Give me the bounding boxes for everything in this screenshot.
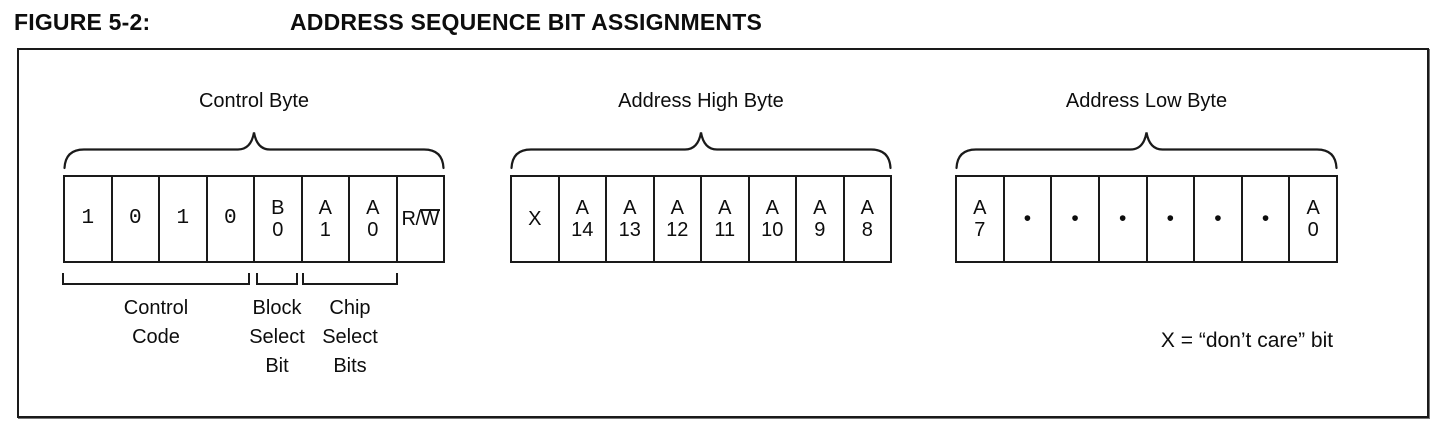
bit-label-line: A [575, 197, 589, 219]
byte-group-title: Address High Byte [618, 90, 784, 112]
bit-label-line: 10 [761, 219, 784, 241]
dont-care-note: X = “don’t care” bit [1160, 329, 1334, 352]
bit-label-line: 0 [272, 219, 284, 241]
annotation-label-line: Control [123, 297, 189, 319]
bit-label-line: A [860, 197, 874, 219]
bit-label-line: A [973, 197, 987, 219]
annotation-bracket [62, 273, 250, 285]
bit-label-line: A [1306, 197, 1320, 219]
bit-label-line: A [813, 197, 827, 219]
bit-label-line: 1 [319, 219, 331, 241]
byte-group-title: Address Low Byte [1065, 90, 1228, 112]
annotation-bracket [302, 273, 398, 285]
horizontal-brace [510, 132, 892, 170]
bit-label-line: 0 [367, 219, 379, 241]
bit-label-line: 0 [1307, 219, 1319, 241]
annotation-label-line: Select [249, 326, 305, 348]
byte-group-title: Control Byte [198, 90, 310, 112]
rw-prefix: R/ [401, 208, 422, 230]
bit-cell: 0 [205, 177, 254, 261]
figure-title: ADDRESS SEQUENCE BIT ASSIGNMENTS [290, 9, 762, 35]
bit-cell: 0 [110, 177, 159, 261]
horizontal-brace [955, 132, 1338, 170]
bit-label-line: 7 [974, 219, 986, 241]
bit-cell: X [528, 208, 542, 230]
unused-bit-dot: • [1240, 177, 1289, 261]
unused-bit-dot: • [1097, 177, 1146, 261]
annotation-bracket [256, 273, 298, 285]
bit-cell: 1 [158, 177, 206, 261]
unused-bit-dot: • [1050, 177, 1098, 261]
annotation-label-line: Bit [265, 355, 289, 377]
annotation-label-line: Bits [333, 355, 367, 377]
annotation-label-line: Block [252, 297, 302, 319]
unused-bit-dot: • [1145, 177, 1194, 261]
unused-bit-dot: • [1002, 177, 1051, 261]
bit-label-line: A [718, 197, 732, 219]
bit-label-line: 11 [714, 219, 736, 241]
figure-number-label: FIGURE 5-2: [14, 9, 151, 35]
bit-label-line: A [765, 197, 779, 219]
annotation-label-line: Code [132, 326, 180, 348]
unused-bit-dot: • [1193, 177, 1241, 261]
bit-label-line: A [670, 197, 684, 219]
w-overline: W [419, 208, 441, 230]
bit-cell: 1 [81, 207, 95, 230]
bit-label-line: A [366, 197, 380, 219]
annotation-label-line: Chip [329, 297, 371, 319]
read-write-bit-cell: R/W [395, 177, 444, 261]
bit-label-line: A [623, 197, 637, 219]
bit-label-line: 12 [666, 219, 689, 241]
bit-label-line: 13 [618, 219, 641, 241]
bit-label-line: B [271, 197, 285, 219]
annotation-label-line: Select [322, 326, 378, 348]
bit-label-line: A [318, 197, 332, 219]
bit-label-line: 8 [861, 219, 873, 241]
bit-label-line: 14 [571, 219, 594, 241]
bit-label-line: 9 [814, 219, 826, 241]
horizontal-brace [63, 132, 445, 170]
